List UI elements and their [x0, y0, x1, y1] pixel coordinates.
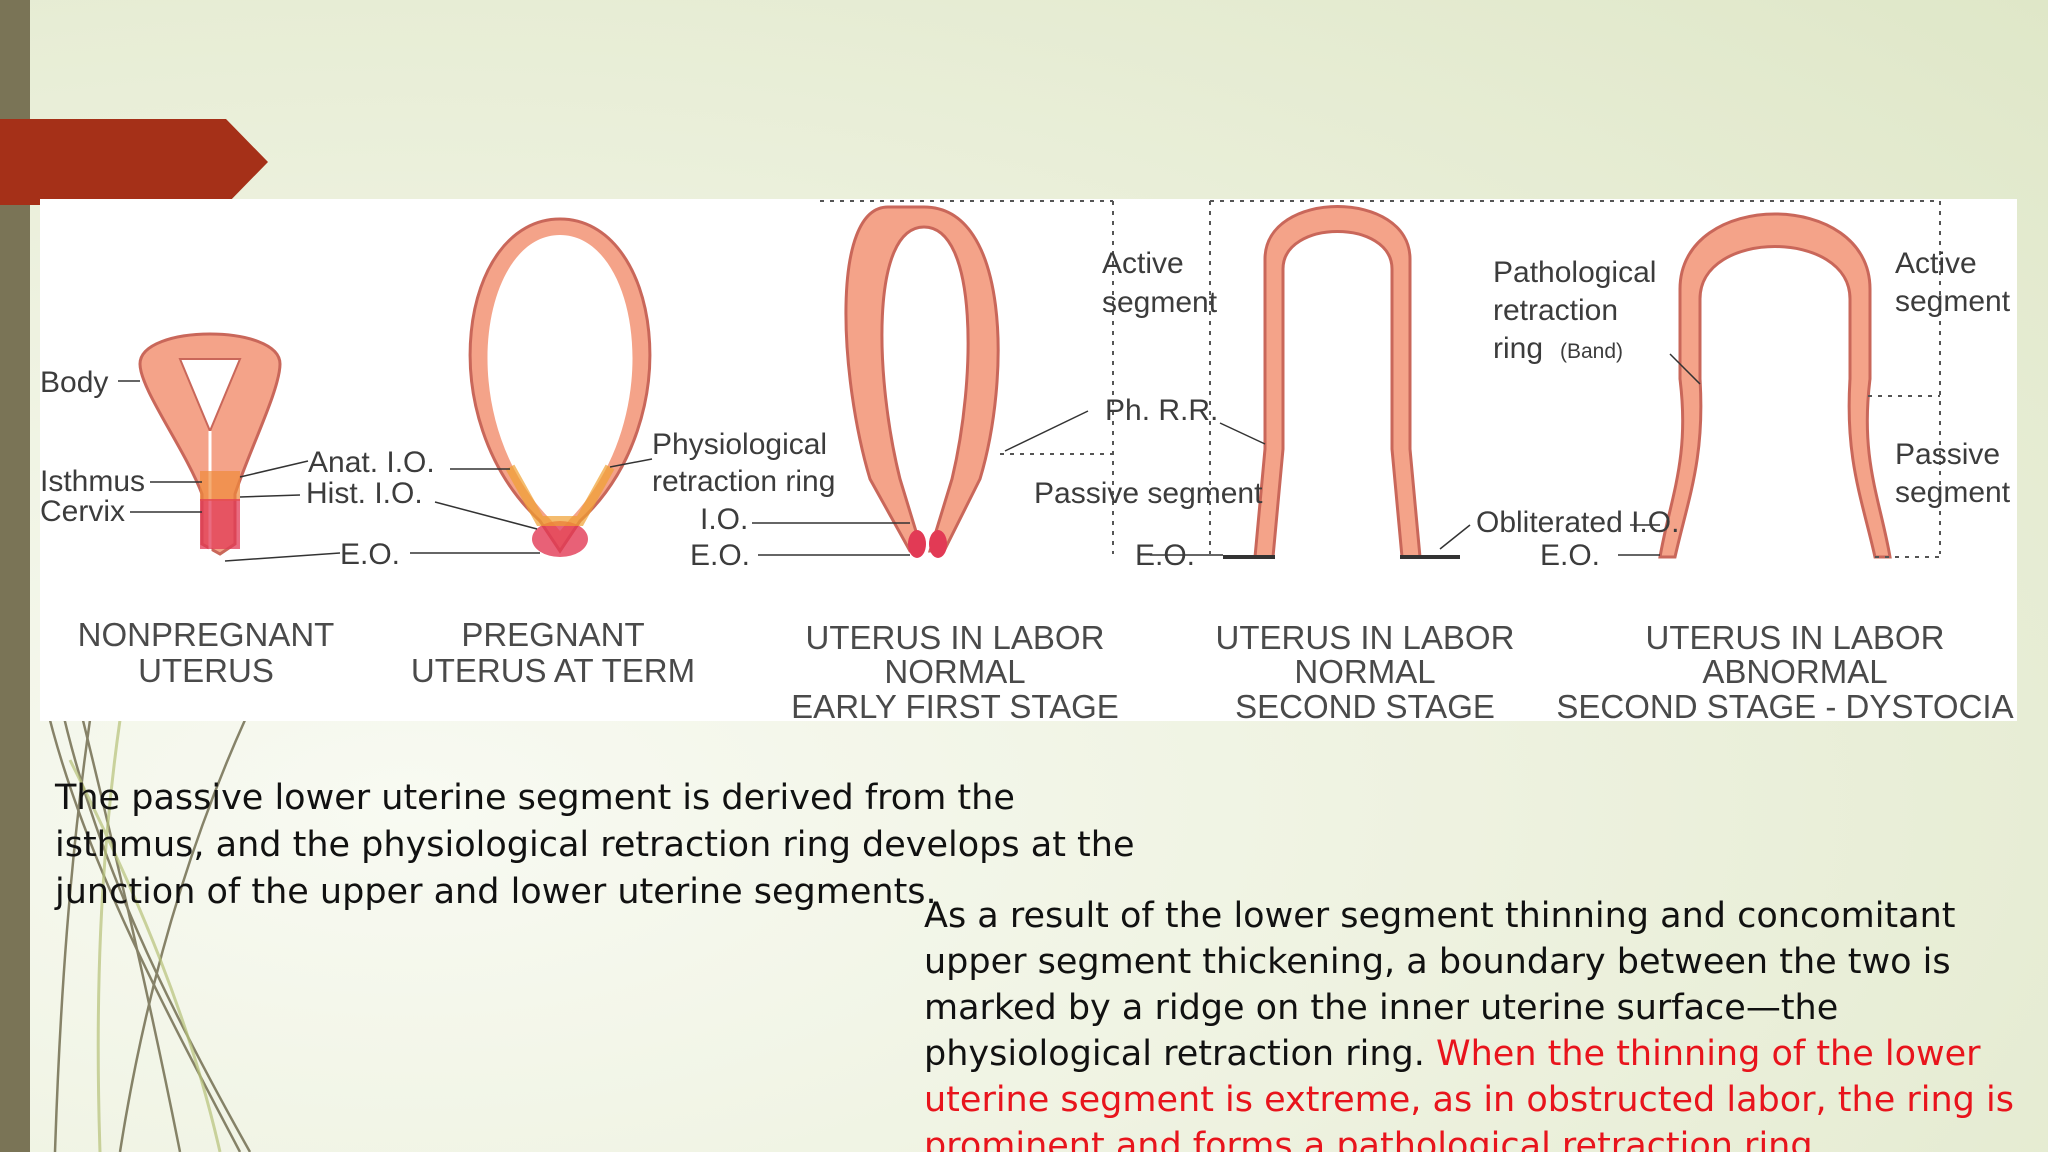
text-retraction-ring-highlight: When the thinning of the lower uterine s… [924, 1034, 2014, 1152]
text-retraction-ring-normal: As a result of the lower segment thinnin… [924, 896, 1956, 1074]
label-passive-segment-2b: segment [1895, 476, 2011, 509]
caption-2-line-1: PREGNANT [461, 616, 644, 653]
uterus-labor-dystocia [1658, 212, 1892, 559]
label-eo-3: E.O. [1135, 539, 1195, 572]
caption-4-line-2: NORMAL [1294, 653, 1435, 690]
segment-boxes [820, 200, 1941, 558]
caption-1-line-2: UTERUS [138, 652, 274, 689]
caption-3-line-2: NORMAL [884, 653, 1025, 690]
label-pathological-1: Pathological [1493, 256, 1656, 289]
label-anat-io: Anat. I.O. [308, 446, 435, 479]
caption-5-line-1: UTERUS IN LABOR [1646, 619, 1945, 656]
caption-1-line-1: NONPREGNANT [78, 616, 335, 653]
label-physiological-ring-1: Physiological [652, 428, 827, 461]
label-eo-4: E.O. [1540, 539, 1600, 572]
uterus-nonpregnant [138, 332, 282, 556]
figure-canvas: Body Isthmus Cervix Anat. I.O. Hist. I.O… [40, 200, 2014, 721]
label-obliterated-io: Obliterated I.O. [1476, 506, 1679, 539]
label-active-segment-1b: segment [1102, 286, 1218, 319]
label-isthmus: Isthmus [40, 465, 145, 498]
label-hist-io: Hist. I.O. [306, 477, 423, 510]
caption-4-line-3: SECOND STAGE [1235, 688, 1495, 721]
label-eo-1: E.O. [340, 538, 400, 571]
label-active-segment-2a: Active [1895, 247, 1977, 280]
leader-lines [118, 353, 1701, 562]
label-passive-segment-1: Passive segment [1034, 477, 1263, 510]
uterus-pregnant [468, 217, 652, 557]
label-active-segment-1a: Active [1102, 247, 1184, 280]
text-passive-segment: The passive lower uterine segment is der… [55, 778, 1135, 912]
label-ph-rr: Ph. R.R. [1105, 394, 1218, 427]
caption-4-line-1: UTERUS IN LABOR [1216, 619, 1515, 656]
label-io: I.O. [700, 503, 748, 536]
label-cervix: Cervix [40, 495, 125, 528]
label-physiological-ring-2: retraction ring [652, 465, 835, 498]
text-retraction-ring: As a result of the lower segment thinnin… [924, 893, 2034, 1152]
label-pathological-3: ring [1493, 332, 1543, 365]
label-active-segment-2b: segment [1895, 285, 2011, 318]
uterus-labor-second-stage [1223, 205, 1460, 559]
uterus-stages-figure: Body Isthmus Cervix Anat. I.O. Hist. I.O… [40, 199, 2017, 721]
caption-2-line-2: UTERUS AT TERM [411, 652, 695, 689]
label-pathological-2: retraction [1493, 294, 1618, 327]
caption-3-line-1: UTERUS IN LABOR [806, 619, 1105, 656]
label-band: (Band) [1560, 340, 1623, 363]
caption-5-line-2: ABNORMAL [1702, 653, 1887, 690]
caption-5-line-3: SECOND STAGE - DYSTOCIA [1556, 688, 2013, 721]
label-passive-segment-2a: Passive [1895, 438, 2000, 471]
caption-3-line-3: EARLY FIRST STAGE [791, 688, 1119, 721]
title-accent-arrow [0, 119, 268, 205]
uterus-labor-first-stage [844, 205, 1000, 558]
label-body: Body [40, 366, 108, 399]
label-eo-2: E.O. [690, 539, 750, 572]
